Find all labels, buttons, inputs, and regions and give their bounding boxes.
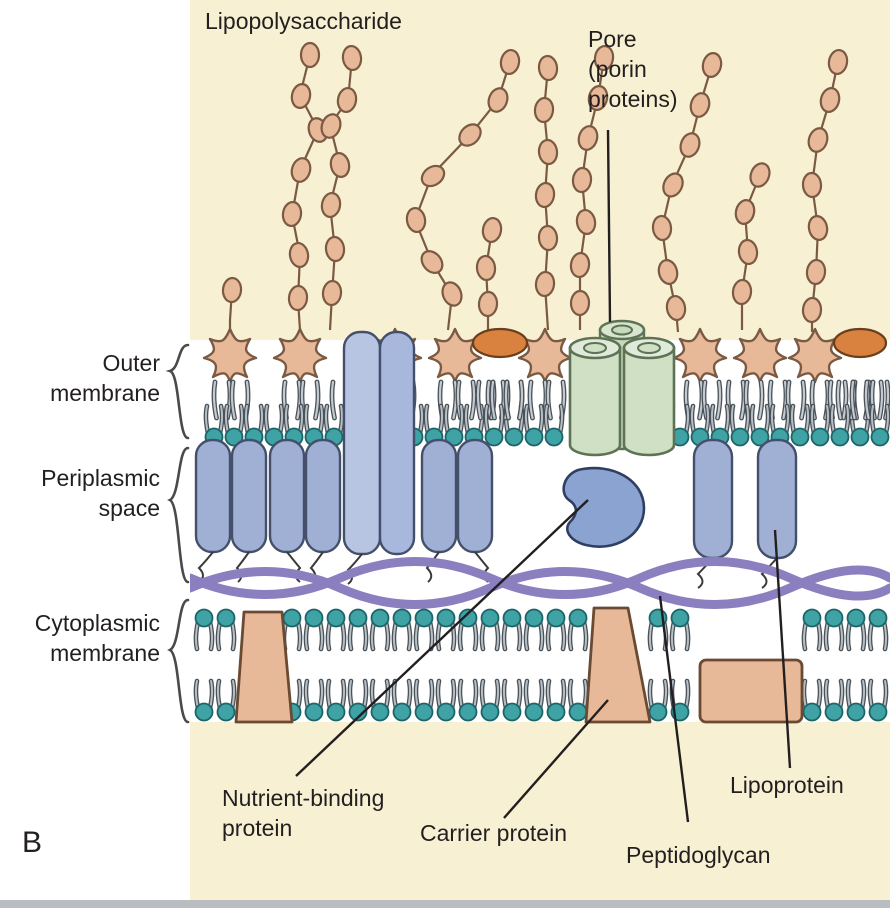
lps-chain xyxy=(474,215,505,332)
lps-chain xyxy=(280,41,364,331)
label-outer-membrane-line1: Outer xyxy=(102,350,160,376)
outer-membrane-inner-leaflet xyxy=(206,406,889,446)
lipoprotein xyxy=(342,330,382,585)
lps-chain xyxy=(568,43,616,330)
label-carrier-protein: Carrier protein xyxy=(420,820,567,846)
braces xyxy=(165,343,190,724)
lps-chain xyxy=(801,47,851,332)
lipoprotein xyxy=(456,438,494,583)
lps-chain xyxy=(650,50,725,333)
label-lipoprotein: Lipoprotein xyxy=(730,772,844,798)
lps-chain xyxy=(403,47,560,331)
brace-periplasmic-space xyxy=(167,446,190,584)
label-periplasmic-space-line1: Periplasmic xyxy=(41,465,160,491)
lipoprotein xyxy=(378,330,416,556)
label-cytoplasmic-membrane-line2: membrane xyxy=(50,640,160,666)
leader-lines xyxy=(295,129,792,823)
cytoplasmic-membrane xyxy=(196,606,887,724)
membrane-protein-right xyxy=(698,658,804,724)
label-outer-membrane-line2: membrane xyxy=(50,380,160,406)
label-peptidoglycan: Peptidoglycan xyxy=(626,842,771,868)
lipoprotein xyxy=(420,438,458,583)
lipoprotein xyxy=(230,438,268,583)
label-pore-line3: proteins) xyxy=(588,86,678,112)
brace-cytoplasmic-membrane xyxy=(167,598,190,724)
carrier-protein xyxy=(584,606,652,724)
label-nutrient-binding-protein-line1: Nutrient-binding xyxy=(222,785,385,811)
leader-pore xyxy=(606,129,612,323)
lipoproteins xyxy=(194,330,798,589)
leader-carrier-protein xyxy=(503,699,609,819)
carrier-protein-left xyxy=(234,610,294,724)
peptidoglycan-layer xyxy=(190,557,890,609)
leader-nutrient-binding-protein xyxy=(295,499,589,777)
brace-outer-membrane xyxy=(165,343,190,440)
label-lipopolysaccharide: Lipopolysaccharide xyxy=(205,8,402,34)
label-pore-line1: Pore xyxy=(588,26,637,52)
leader-peptidoglycan xyxy=(658,595,690,823)
label-cytoplasmic-membrane-line1: Cytoplasmic xyxy=(34,610,160,636)
label-pore-line2: (porin xyxy=(588,56,647,82)
surface-protein xyxy=(471,327,529,418)
lps-chain xyxy=(730,159,774,330)
surface-protein xyxy=(832,327,888,418)
lipopolysaccharide-chains xyxy=(220,41,851,335)
label-periplasmic-space-line2: space xyxy=(98,495,160,521)
porin-pore-complex xyxy=(568,319,676,457)
porin-cylinder xyxy=(622,336,676,457)
panel-letter: B xyxy=(22,826,43,859)
label-nutrient-binding-protein-line2: protein xyxy=(222,815,293,841)
leader-lipoprotein xyxy=(773,529,792,769)
nutrient-binding-protein xyxy=(562,466,646,548)
bottom-divider-bar xyxy=(0,900,890,908)
porin-cylinder xyxy=(568,336,622,457)
